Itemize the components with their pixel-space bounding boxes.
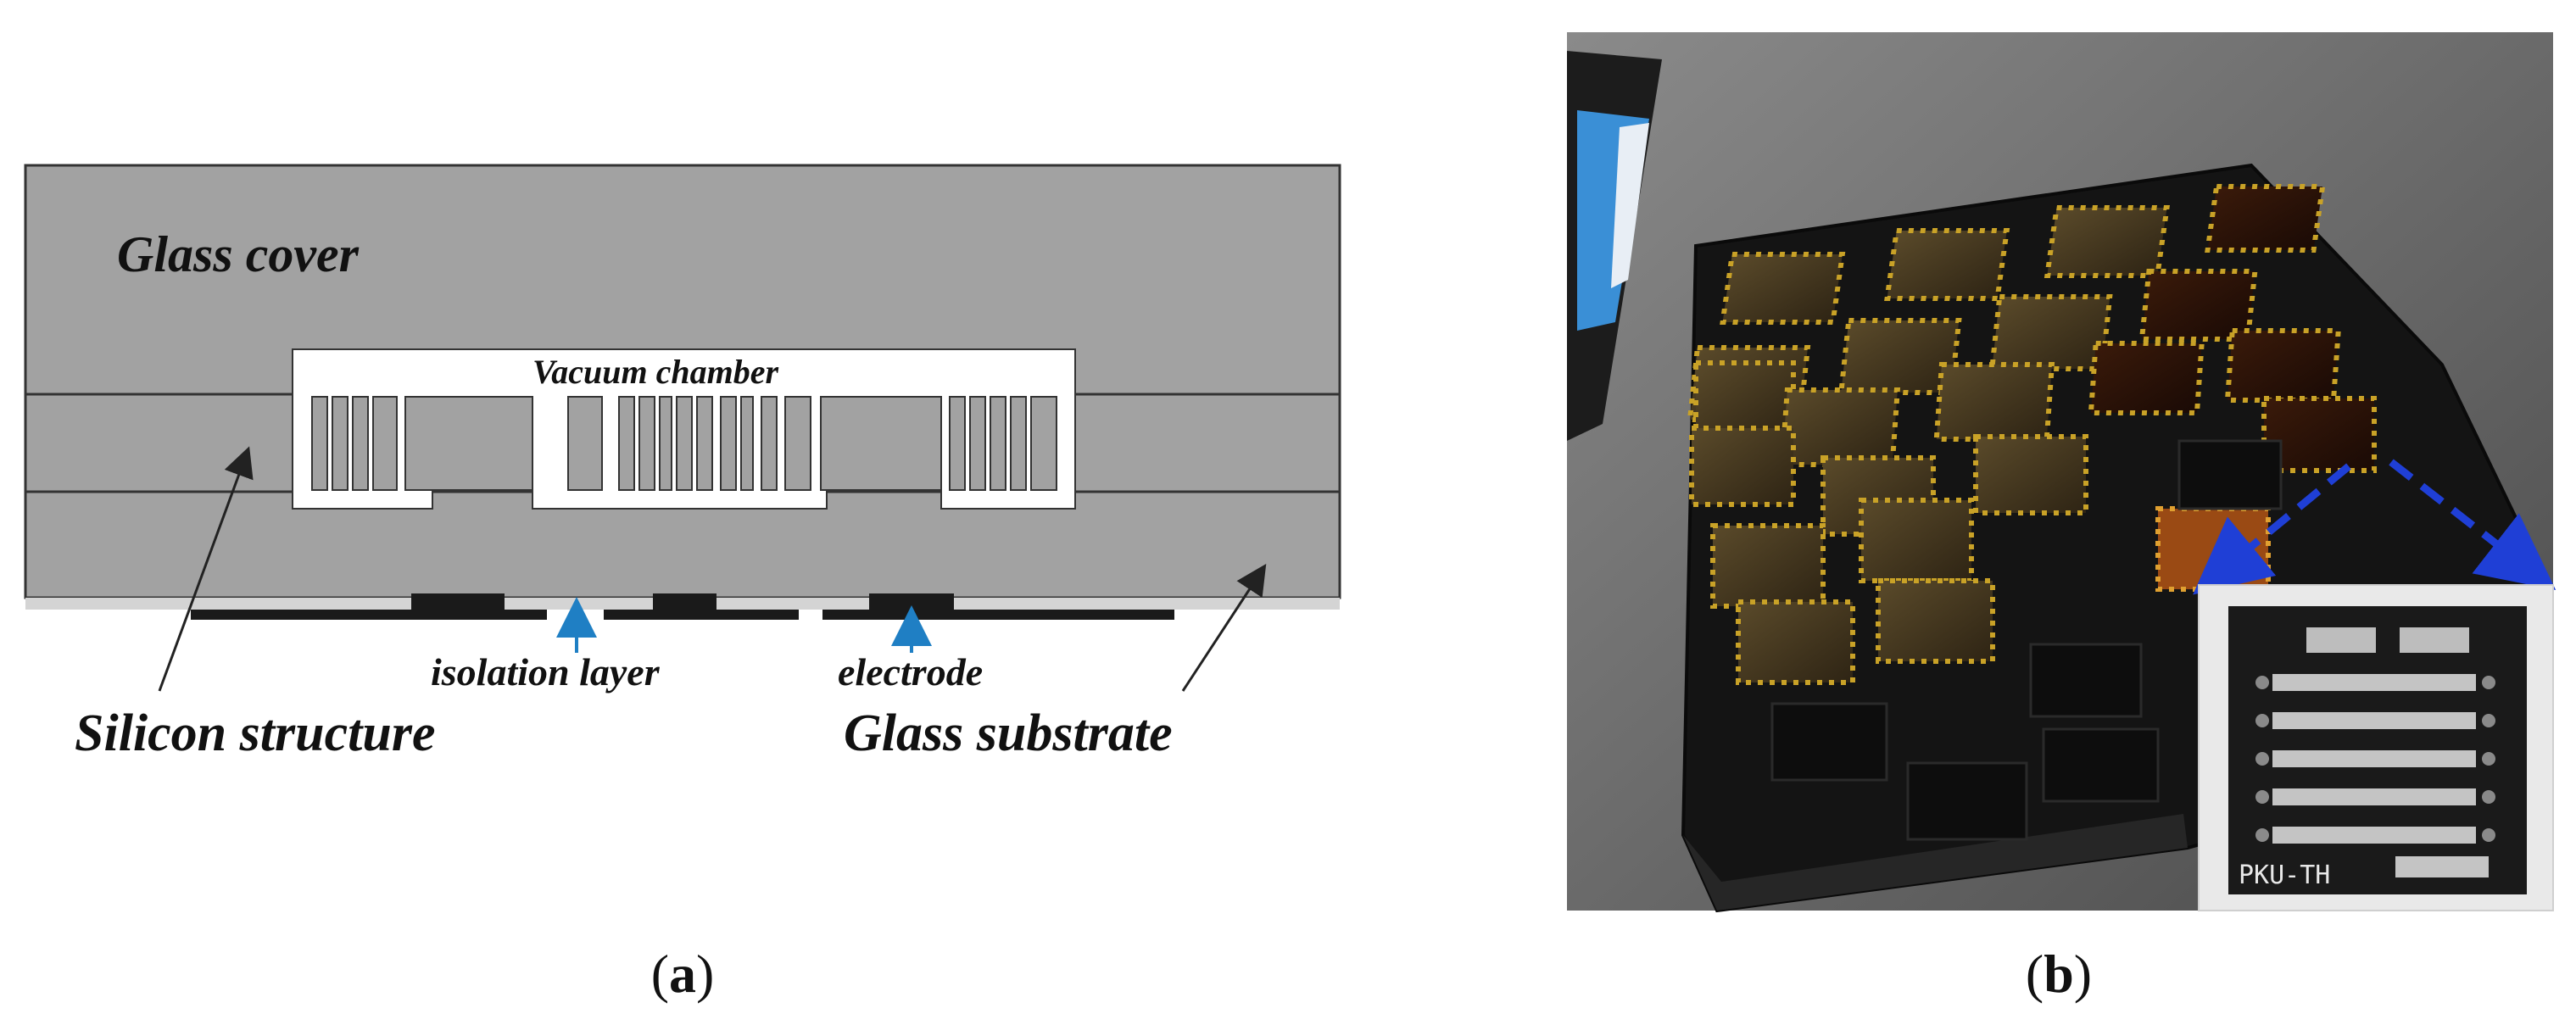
label-isolation-layer: isolation layer	[431, 650, 661, 694]
label-silicon-structure: Silicon structure	[75, 705, 436, 762]
dashed-arrow-right	[2389, 459, 2556, 591]
arrow-glass-substrate	[1181, 563, 1267, 692]
panel-a-diagram: Glass cover Vacuum chamber isolation lay…	[24, 164, 1341, 1004]
inset-chip-closeup: PKU-TH	[2198, 584, 2554, 911]
tray-edge	[1683, 814, 2188, 911]
white-paper	[1611, 123, 1649, 288]
arrow-silicon-structure	[158, 446, 254, 692]
inset-marking: PKU-TH	[2239, 861, 2330, 890]
label-electrode: electrode	[838, 650, 983, 694]
dashed-arrow-left	[2193, 463, 2351, 595]
label-glass-cover: Glass cover	[117, 226, 360, 282]
caption-b: (b)	[2026, 944, 2092, 1004]
silicon-fingers	[311, 396, 1057, 491]
label-vacuum-chamber: Vacuum chamber	[532, 353, 778, 391]
caption-a: (a)	[651, 944, 715, 1004]
panel-b-photo: PKU-TH (b)	[1567, 32, 2556, 1004]
label-glass-substrate: Glass substrate	[844, 705, 1173, 762]
chip-grid	[1687, 184, 2377, 841]
